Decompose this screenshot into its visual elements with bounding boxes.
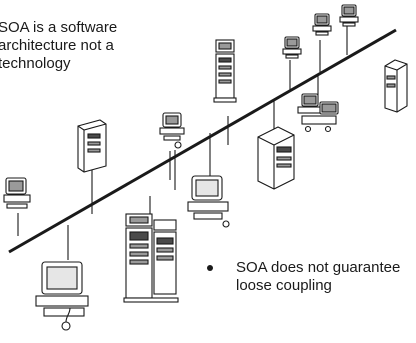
desktop-center [187, 175, 230, 228]
tower-server-1 [77, 119, 107, 173]
server-tower-center [257, 126, 295, 190]
caption-line: loose coupling [236, 277, 332, 294]
caption-line: SOA does not guarantee [236, 259, 401, 276]
caption-soa-coupling: SOA does not guarantee loose coupling [236, 259, 400, 295]
caption-line: technology [0, 55, 71, 72]
caption-soa-architecture: SOA is a software architecture not a tec… [0, 19, 117, 73]
small-desktop-1 [159, 112, 185, 149]
mini-computer [297, 93, 339, 133]
network-bus-line [8, 28, 397, 254]
connector-lines [17, 25, 348, 260]
mainframe-pair [123, 213, 179, 303]
rack-server-right [384, 59, 408, 113]
workstation-left [3, 177, 31, 209]
workstation-top-2 [312, 13, 332, 36]
large-desktop [35, 261, 89, 331]
caption-line: SOA is a software [0, 19, 118, 36]
caption-line: architecture not a [0, 37, 114, 54]
bullet-dot [207, 265, 213, 271]
workstation-top-3 [339, 4, 359, 27]
tower-server-2 [213, 39, 237, 103]
workstation-top-1 [282, 36, 302, 59]
